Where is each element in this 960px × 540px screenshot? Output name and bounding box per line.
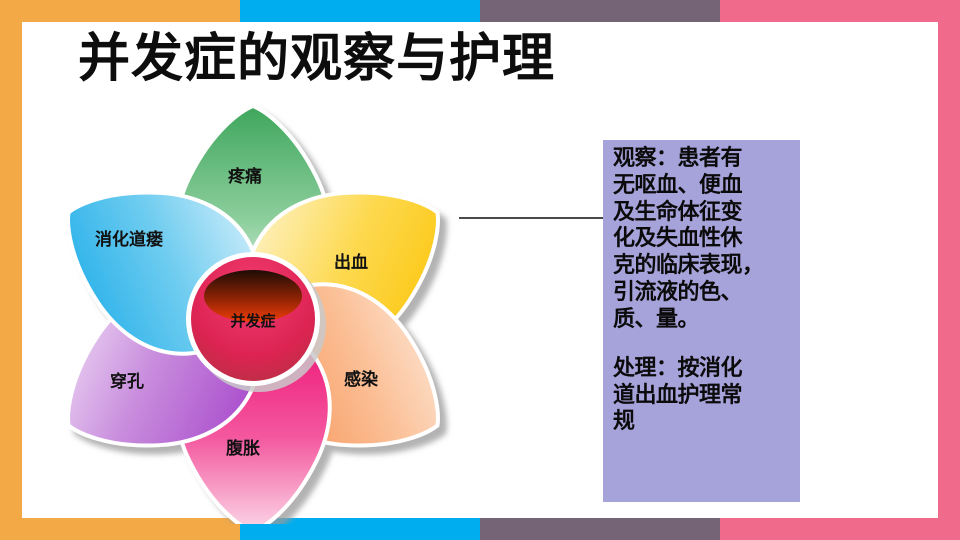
- petal-label-fistula: 消化道瘘: [95, 229, 163, 250]
- callout-observation-line-0: 观察：患者有: [613, 146, 743, 171]
- top-bar-purple: [480, 0, 720, 22]
- petal-label-bleeding: 出血: [334, 252, 368, 273]
- callout-observation-line-6: 质、量。: [613, 306, 700, 332]
- bottom-bar-purple: [480, 518, 720, 540]
- callout-observation-line-5: 引流液的色、: [613, 280, 743, 306]
- callout-treatment-line-2: 规: [613, 409, 635, 435]
- top-bar-blue: [240, 0, 480, 22]
- top-bar-orange: [0, 0, 240, 22]
- petal-label-infection: 感染: [344, 369, 378, 390]
- top-bar-pink: [720, 0, 960, 22]
- page-title: 并发症的观察与护理: [78, 29, 556, 89]
- petal-label-perforation: 穿孔: [110, 371, 144, 392]
- bottom-bar-blue: [240, 518, 480, 540]
- callout-observation-line-1: 无呕血、便血: [613, 172, 743, 198]
- diagram-center[interactable]: [186, 252, 326, 392]
- callout-observation-line-2: 及生命体征变: [613, 199, 743, 225]
- bottom-bar-orange: [0, 518, 240, 540]
- callout-observation-line-4: 克的临床表现，: [613, 253, 764, 279]
- petal-diagram: 疼痛 出血 感染 腹胀 穿孔 消化道瘘 并发症: [38, 104, 468, 524]
- bottom-bar-pink: [720, 518, 960, 540]
- callout-textbox: 观察：患者有 无呕血、便血 及生命体征变 化及失血性休 克的临床表现， 引流液的…: [603, 140, 800, 502]
- callout-paragraph-gap: [613, 334, 796, 356]
- callout-connector-line: [459, 217, 604, 219]
- petal-label-pain: 疼痛: [228, 166, 262, 187]
- right-bar-pink: [938, 0, 960, 540]
- callout-observation-line-3: 化及失血性休: [613, 226, 743, 252]
- left-bar-orange: [0, 0, 22, 540]
- petal-label-bloating: 腹胀: [226, 438, 260, 459]
- center-label: 并发症: [230, 312, 275, 330]
- callout-treatment-line-1: 道出血护理常: [613, 382, 743, 408]
- callout-treatment-line-0: 处理：按消化: [613, 355, 743, 381]
